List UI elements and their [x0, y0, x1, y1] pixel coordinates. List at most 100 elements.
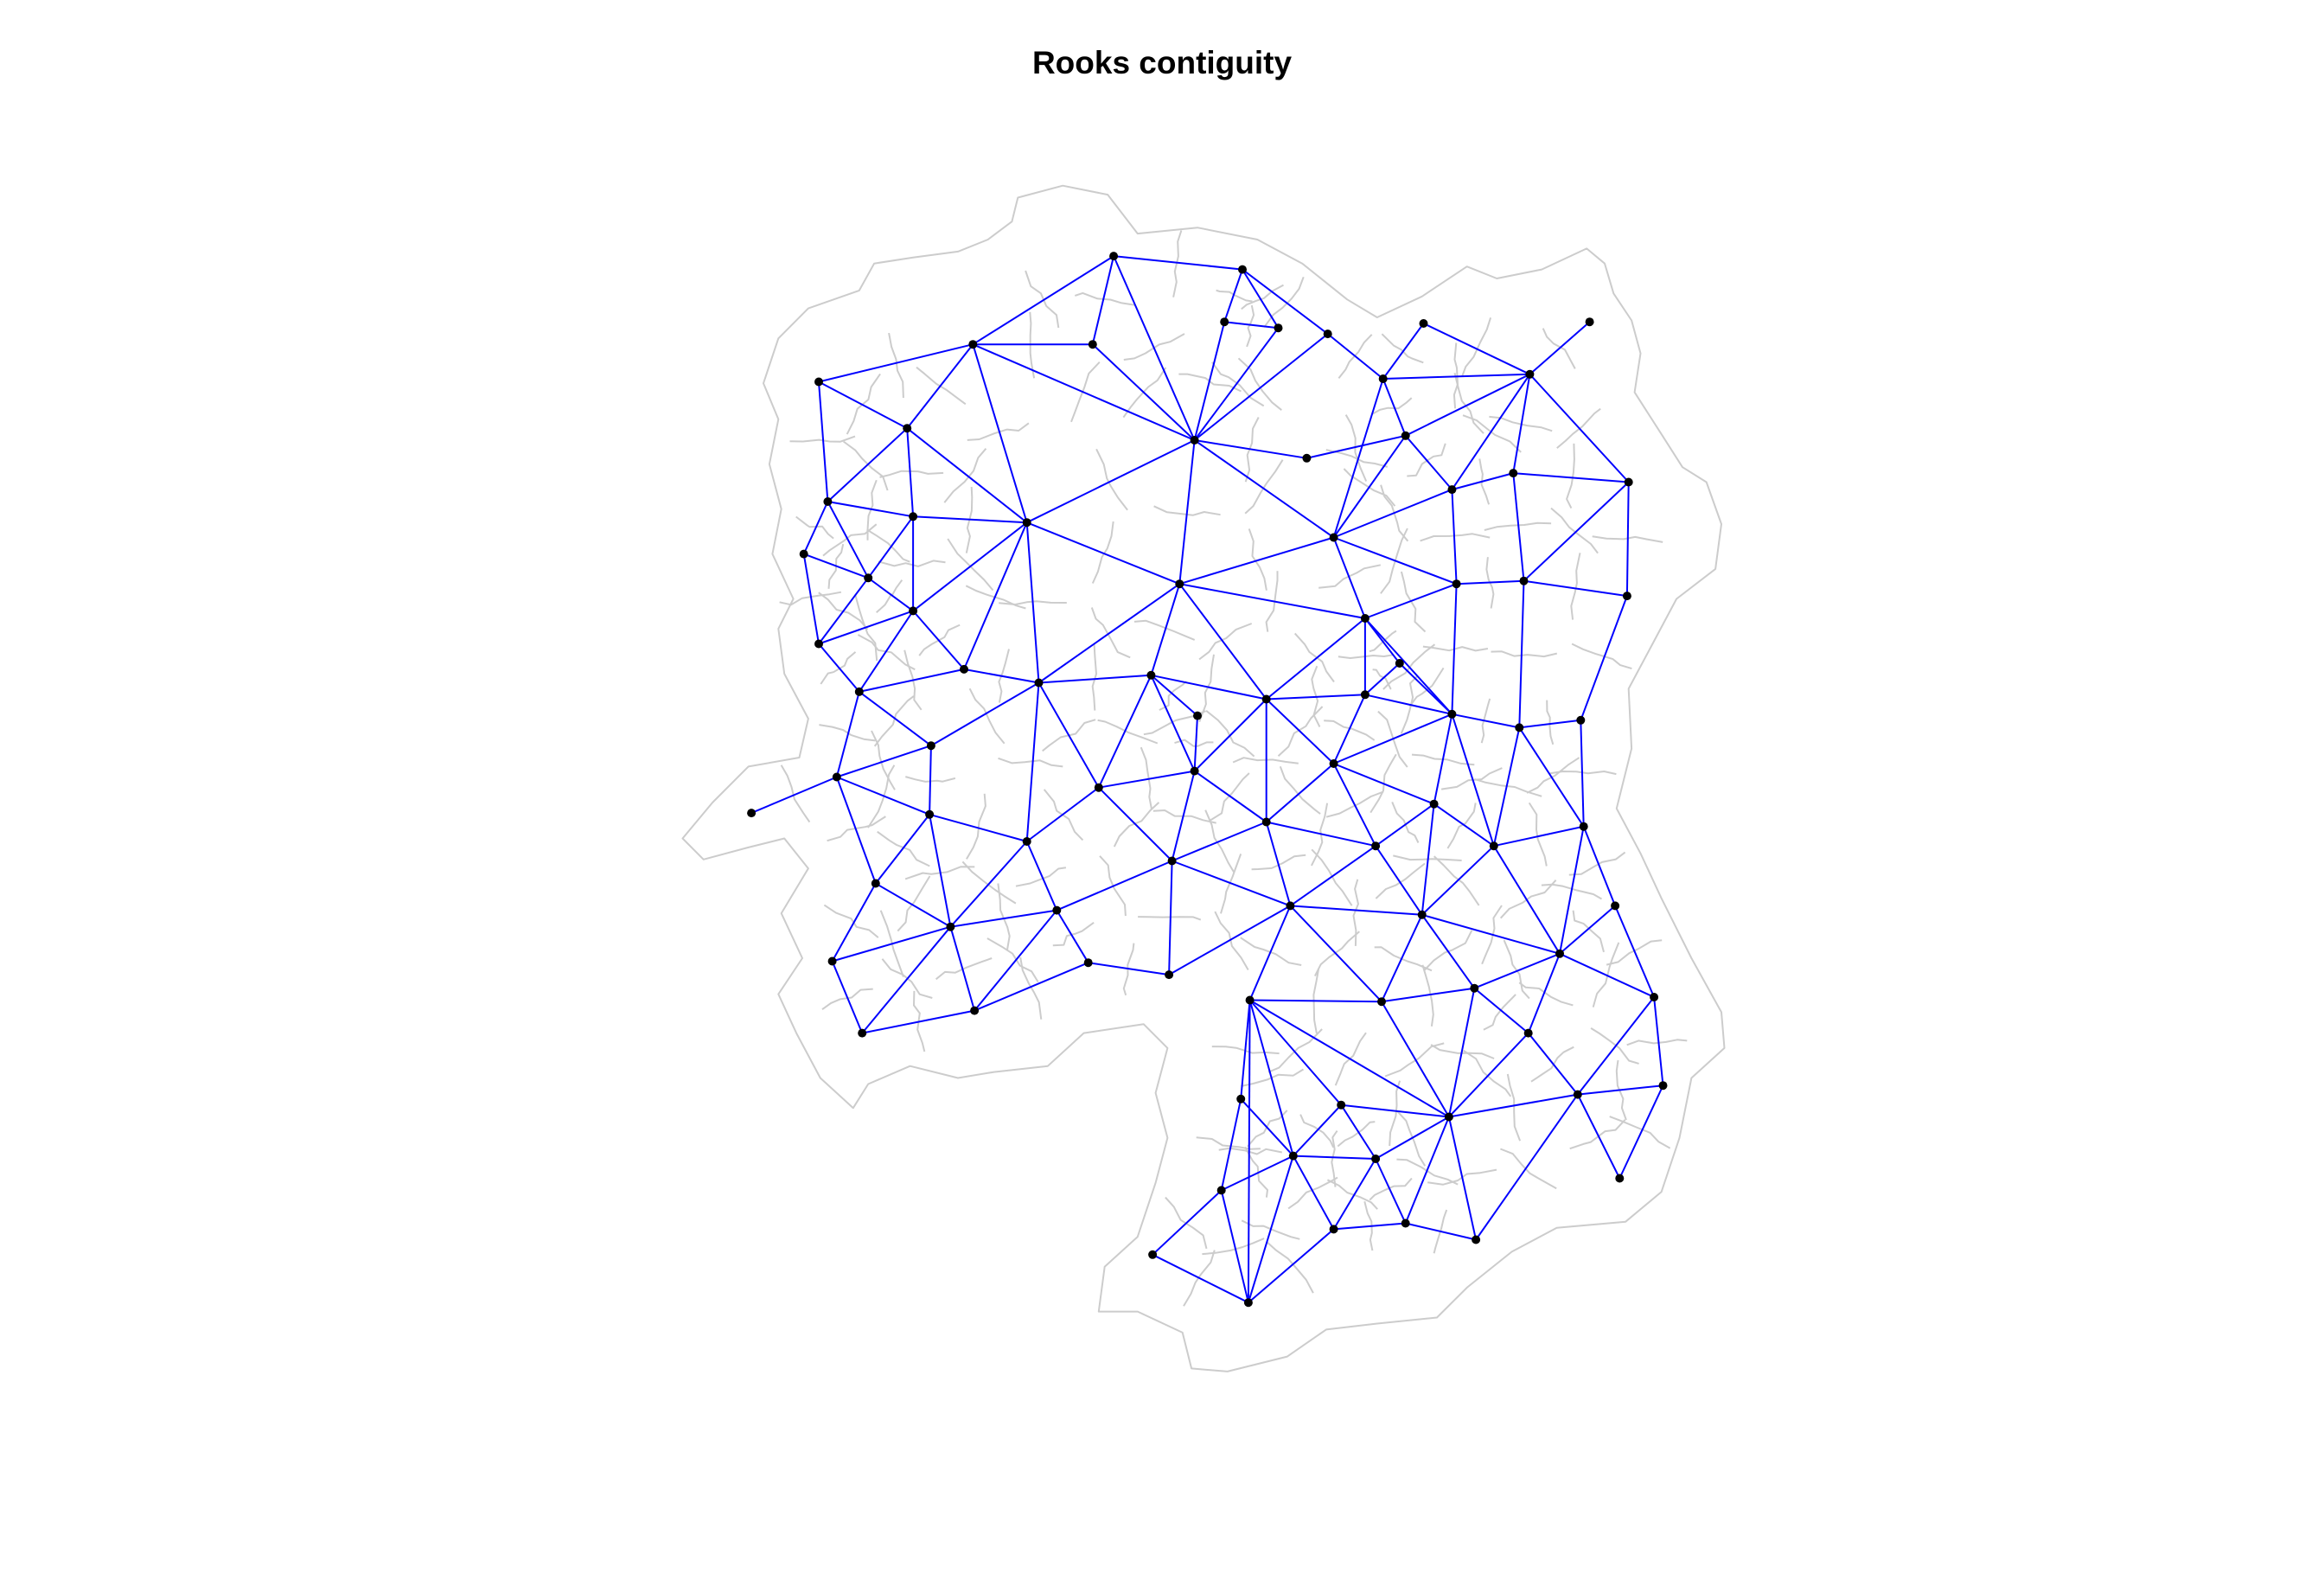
region-boundary [986, 937, 1039, 983]
neighbor-link [1382, 373, 1530, 380]
neighbor-link [1193, 715, 1198, 771]
neighbor-link [1038, 682, 1100, 789]
centroid-point [1261, 694, 1271, 704]
region-boundary [1311, 665, 1321, 727]
region-boundary [876, 579, 903, 613]
neighbor-link [802, 501, 829, 555]
neighbor-link [1151, 674, 1267, 700]
neighbor-link [1221, 1155, 1294, 1192]
neighbor-link [859, 668, 965, 693]
neighbor-link [835, 777, 877, 884]
centroid-point [1052, 905, 1062, 915]
neighbor-link [1381, 987, 1475, 1003]
centroid-point [1452, 579, 1461, 589]
region-boundary [1542, 328, 1576, 369]
region-boundary [843, 440, 889, 491]
region-boundary [1165, 1196, 1208, 1250]
neighbor-link [1240, 1000, 1251, 1099]
centroid-point [1088, 340, 1097, 349]
region-boundary [1232, 757, 1299, 764]
centroid-point [1515, 723, 1524, 732]
neighbor-link [1375, 1116, 1450, 1160]
region-boundary [1123, 333, 1185, 361]
centroid-point [1236, 1094, 1246, 1103]
neighbor-link [1451, 584, 1458, 714]
centroid-point [1288, 1151, 1298, 1161]
neighbor-link [1249, 999, 1450, 1118]
centroid-point [1489, 841, 1498, 851]
region-boundary [1484, 521, 1552, 531]
centroid-point [926, 741, 935, 751]
region-boundary [1377, 710, 1408, 768]
centroid-point [1615, 1174, 1625, 1183]
region-boundary [1556, 407, 1601, 449]
neighbor-link [1038, 583, 1180, 684]
neighbor-link [1290, 905, 1422, 916]
neighbor-link [972, 255, 1114, 346]
region-boundary [1244, 1146, 1268, 1198]
neighbor-link [1242, 268, 1329, 335]
neighbor-link [818, 381, 829, 502]
neighbor-link [1341, 1103, 1450, 1118]
neighbor-link [1404, 1116, 1450, 1224]
region-boundary [1240, 937, 1302, 966]
centroid-point [1022, 518, 1031, 528]
region-boundary [888, 332, 904, 399]
region-boundary [1211, 361, 1265, 407]
neighbor-link [1512, 473, 1525, 581]
region-boundary [871, 730, 896, 790]
neighbor-link [1364, 617, 1453, 715]
neighbor-link [1193, 327, 1280, 441]
neighbor-link [1178, 583, 1267, 700]
neighbor-link [1580, 595, 1628, 721]
centroid-point [871, 879, 880, 888]
neighbor-link [1332, 1158, 1376, 1230]
region-boundary [1241, 284, 1284, 310]
region-boundary [1396, 1110, 1427, 1167]
centroid-point [854, 687, 864, 696]
neighbor-link [949, 926, 976, 1011]
neighbor-link [1193, 333, 1329, 441]
region-boundary [1324, 720, 1376, 741]
centroid-point [1360, 614, 1370, 623]
neighbor-link [1447, 1116, 1478, 1240]
region-boundary [904, 866, 975, 880]
neighbor-link [1289, 905, 1382, 1002]
region-boundary [947, 538, 994, 592]
centroid-point [1447, 709, 1457, 719]
neighbor-link [1653, 996, 1664, 1086]
neighbor-link [1293, 1104, 1342, 1157]
region-boundary [1241, 1219, 1300, 1240]
neighbor-links [750, 255, 1664, 1304]
centroid-point [1167, 856, 1177, 866]
region-boundary [1446, 803, 1477, 849]
neighbor-link [1248, 1228, 1335, 1303]
neighbor-link [1247, 1155, 1294, 1303]
region-boundary [1095, 448, 1128, 511]
neighbor-link [1194, 770, 1267, 823]
neighbor-link [1523, 579, 1628, 598]
neighbor-link [906, 427, 1028, 523]
neighbor-link [1582, 826, 1617, 906]
region-boundary [867, 764, 896, 828]
region-boundary [967, 422, 1030, 441]
neighbor-link [1025, 522, 1040, 683]
neighbor-link [1025, 682, 1040, 842]
region-boundary [961, 860, 1017, 905]
neighbor-link [832, 925, 951, 963]
neighbor-link [1194, 439, 1335, 539]
centroid-point [1094, 783, 1103, 792]
region-boundary [968, 688, 1006, 745]
neighbor-link [1333, 1222, 1406, 1231]
region-boundary [1097, 719, 1159, 745]
centroid-point [1148, 1250, 1158, 1259]
centroid-point [968, 340, 978, 349]
region-boundary [1241, 1068, 1305, 1087]
region-boundary [1462, 414, 1522, 453]
neighbor-link [1038, 674, 1152, 684]
neighbor-link [1333, 713, 1452, 764]
centroid-point [1323, 329, 1332, 339]
neighbor-link [818, 610, 914, 645]
region-boundary [1499, 880, 1557, 919]
